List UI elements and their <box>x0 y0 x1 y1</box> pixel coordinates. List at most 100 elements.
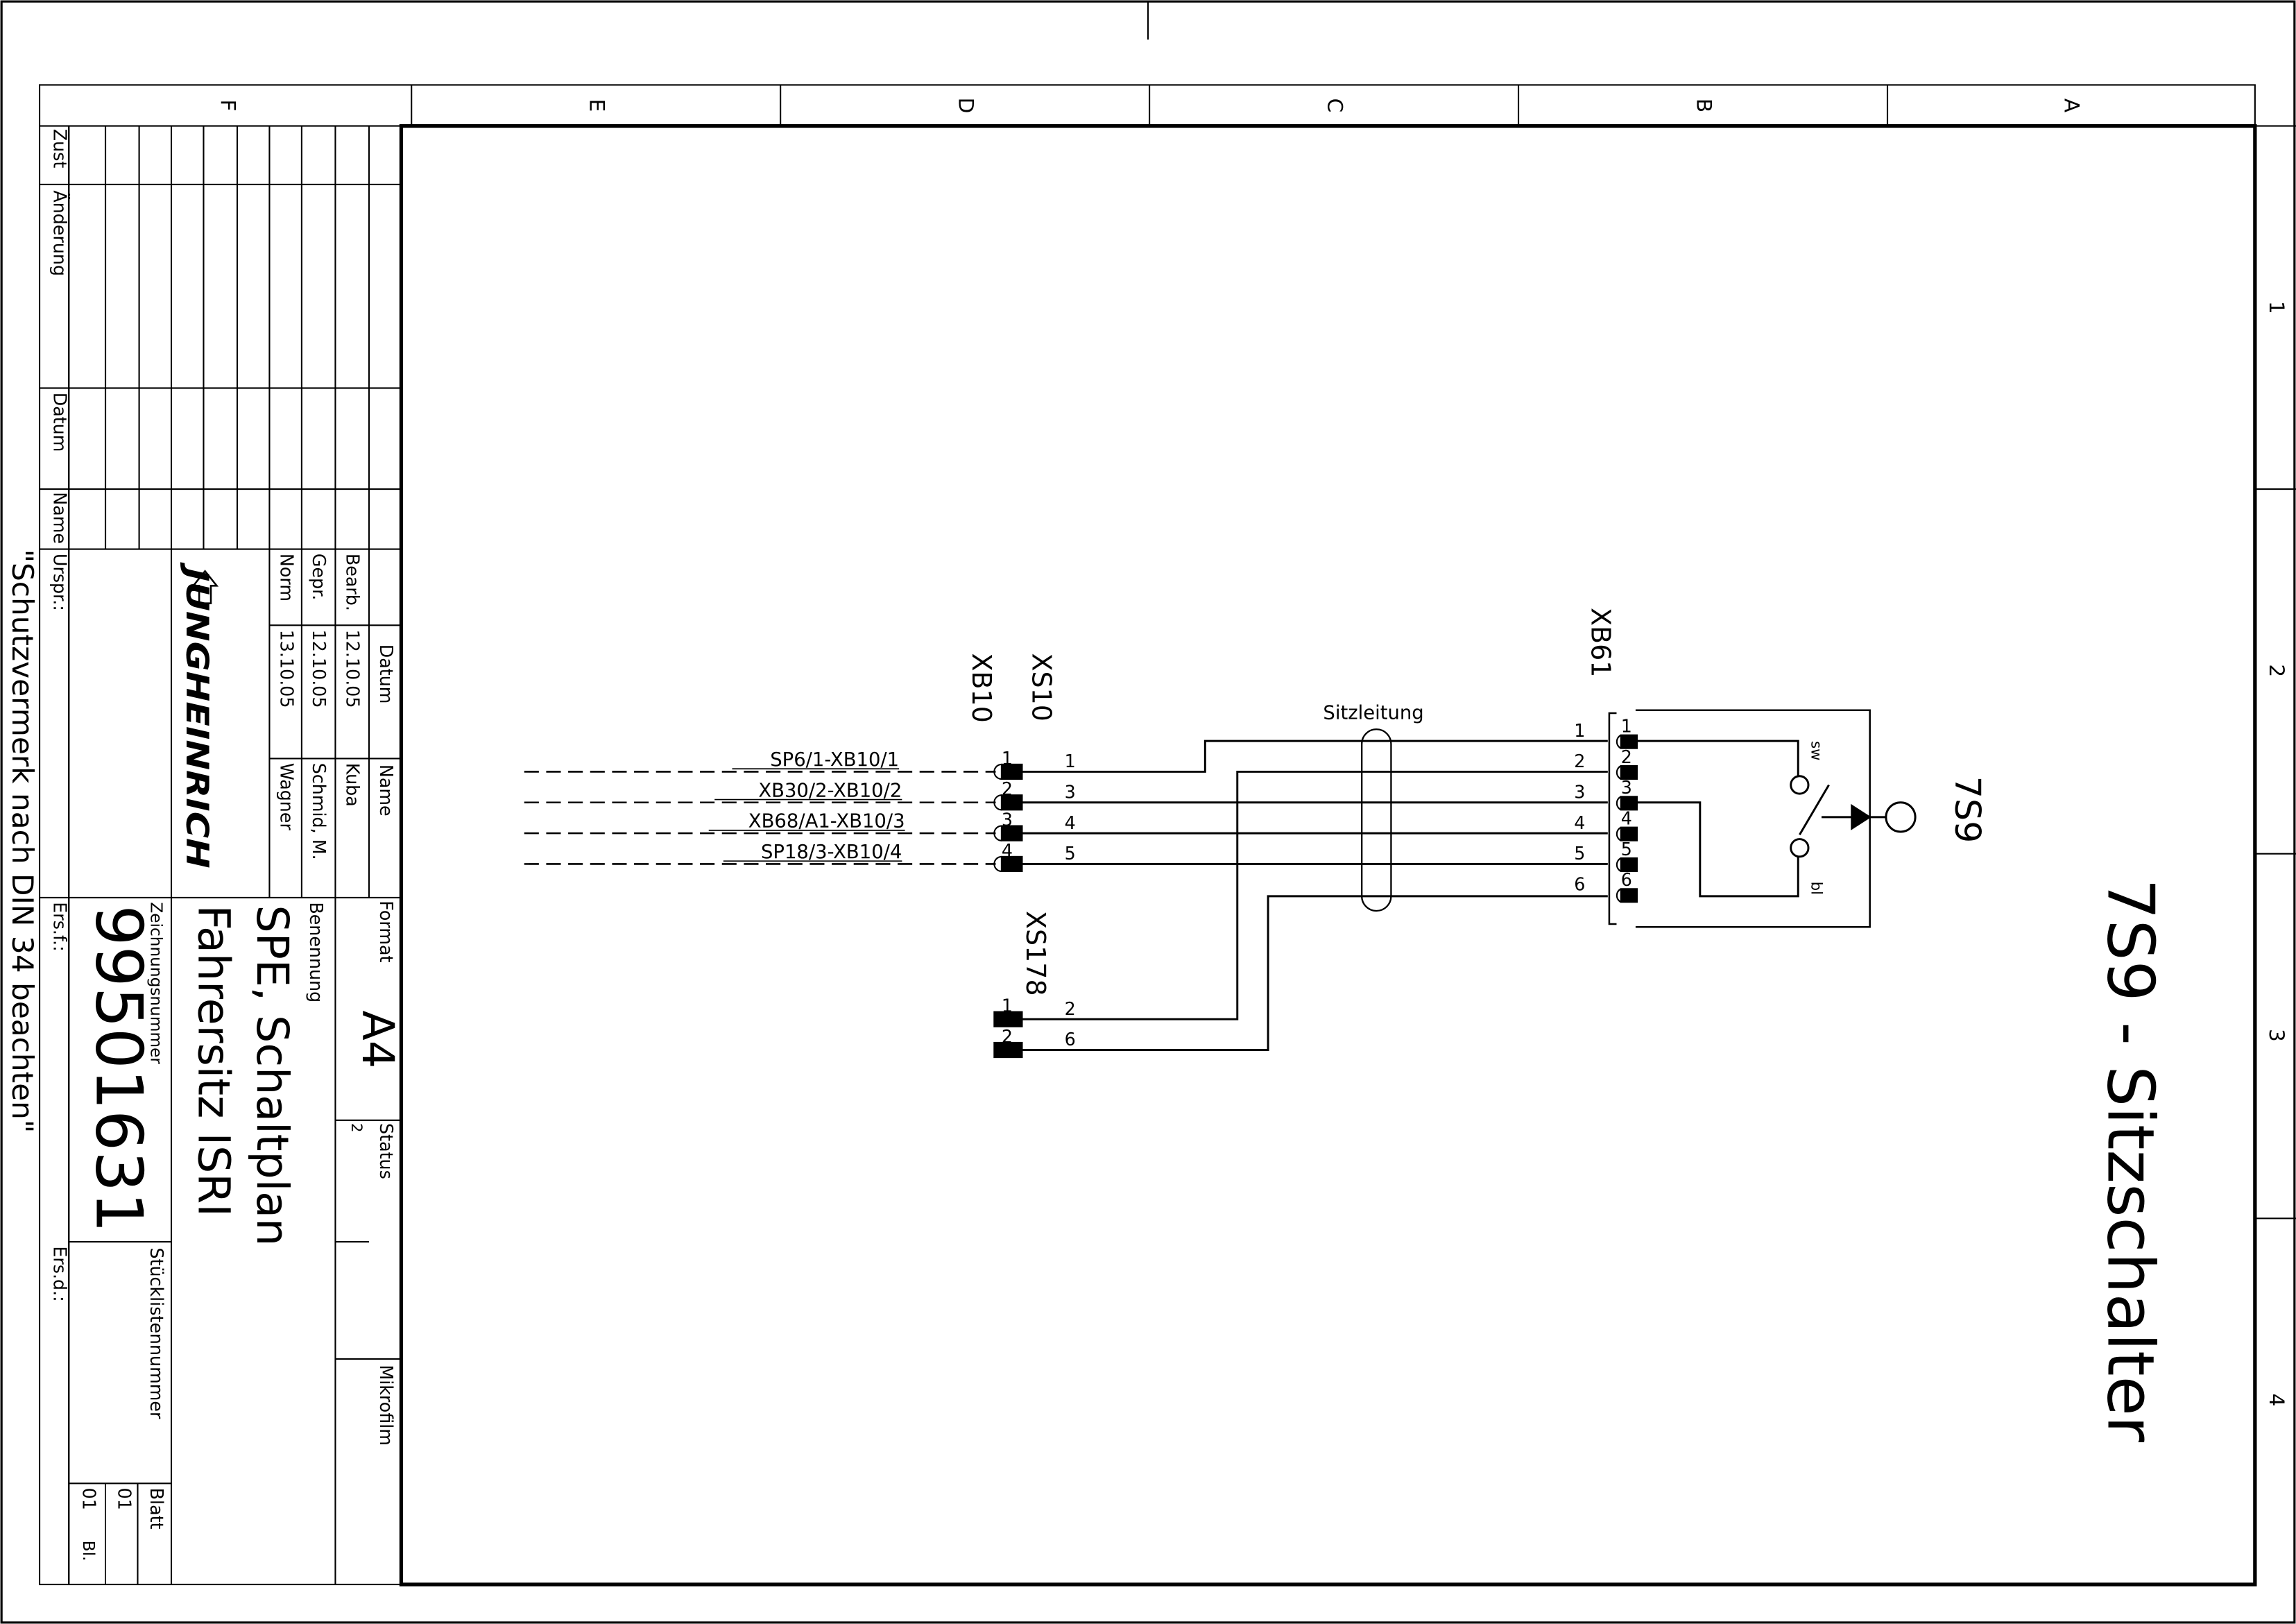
rev-header-aenderung: Änderung <box>49 190 70 276</box>
status-label: Status <box>376 1123 397 1179</box>
zone-label-E: E <box>585 99 609 112</box>
switch-lever <box>1799 784 1830 835</box>
zone-label-4: 4 <box>2265 1394 2288 1407</box>
approval-header-name: Name <box>376 764 397 817</box>
xb61-left-pin-3: 3 <box>1574 781 1585 802</box>
logo-arrow-icon <box>191 570 219 604</box>
xb10-pin-number-3: 3 <box>1002 810 1013 830</box>
xb61-right-pin-4: 4 <box>1621 807 1632 828</box>
replaces-label: Ers.f.: <box>49 902 70 951</box>
xs10-pin-2 <box>1000 794 1023 811</box>
xb61-right-pin-6: 6 <box>1621 869 1632 890</box>
approval-name-norm: Wagner <box>277 763 298 831</box>
xb61-left-pin-4: 4 <box>1574 812 1585 833</box>
switch-wire-sw <box>1635 740 1799 776</box>
stuecklisten-label: Stücklistennummer <box>146 1247 167 1419</box>
drawing-area <box>399 123 2257 1587</box>
zone-label-A: A <box>2059 99 2083 112</box>
xb61-pin-5 <box>1620 857 1638 873</box>
xb61-pin-4 <box>1620 826 1638 841</box>
switch-wire-bl <box>1635 801 1799 898</box>
xb61-left-pin-6: 6 <box>1574 873 1585 894</box>
company-logo: JUNGHEINRICH <box>179 562 219 869</box>
cable-shield <box>1361 728 1392 912</box>
xb61-right-pin-2: 2 <box>1621 746 1632 767</box>
xb61-left-pin-2: 2 <box>1574 751 1585 771</box>
switch-label-sw: sw <box>1808 741 1826 760</box>
replaced-by-label: Ers.d.: <box>49 1246 70 1301</box>
xs178-pin-1 <box>993 1011 1023 1027</box>
switch-box <box>1635 709 1871 928</box>
switch-actuator-arrow-icon <box>1851 803 1871 830</box>
xb61-pin-2 <box>1620 764 1638 780</box>
zeichnungsnummer-label: Zeichnungsnummer <box>146 902 165 1064</box>
xb61-bracket <box>1608 712 1617 925</box>
approval-role-bearb: Bearb. <box>343 554 363 611</box>
switch-actuator-knob <box>1885 801 1917 833</box>
xs178-pin-2 <box>993 1041 1023 1059</box>
diagram-main-title: 7S9 - Sitzschalter <box>2093 879 2168 1443</box>
wire-number-3: 3 <box>1065 781 1076 802</box>
approval-header-datum: Datum <box>376 644 397 704</box>
cable-label: Sitzleitung <box>1323 702 1423 724</box>
zone-label-C: C <box>1323 99 1347 113</box>
wire-number-4: 4 <box>1065 812 1076 833</box>
xs10-pin-4 <box>1000 855 1023 873</box>
wire-2 <box>1020 770 1608 1020</box>
xb61-left-pin-5: 5 <box>1574 843 1585 864</box>
wire-number-2: 2 <box>1065 998 1076 1019</box>
wire-label-4: SP18/3-XB10/4 <box>761 841 902 863</box>
approval-name-bearb: Kuba <box>343 763 363 807</box>
wire-1 <box>1020 740 1608 773</box>
wire-number-1: 1 <box>1065 751 1076 771</box>
approval-role-gepr: Gepr. <box>309 554 329 600</box>
approval-date-bearb: 12.10.05 <box>343 630 363 708</box>
format-value: A4 <box>352 1011 404 1069</box>
format-label: Format <box>376 900 397 962</box>
approval-name-gepr: Schmid, M. <box>309 763 329 860</box>
zone-label-1: 1 <box>2265 301 2288 314</box>
mikrofilm-label: Mikrofilm <box>376 1365 397 1446</box>
protection-note: "Schutzvermerk nach DIN 34 beachten" <box>6 549 40 1134</box>
xs10-pin-1 <box>1000 763 1023 780</box>
xb10-pin-number-4: 4 <box>1002 840 1013 861</box>
xb61-right-pin-3: 3 <box>1621 777 1632 798</box>
xs178-pin-number-1: 1 <box>1002 995 1013 1016</box>
drawing-title-line2: Fahrersitz ISRI <box>188 905 239 1217</box>
wire-label-3: XB68/A1-XB10/3 <box>748 811 905 832</box>
switch-label-bl: bl <box>1808 882 1826 895</box>
xb61-right-pin-1: 1 <box>1621 715 1632 736</box>
wire-label-1: SP6/1-XB10/1 <box>770 749 899 771</box>
xb10-pin-number-1: 1 <box>1002 748 1013 769</box>
connector-label-xb61: XB61 <box>1586 608 1616 677</box>
xb61-left-pin-1: 1 <box>1574 720 1585 741</box>
benennung-label: Benennung <box>306 902 327 1002</box>
status-value: 2 <box>348 1123 366 1132</box>
zone-label-D: D <box>954 98 978 114</box>
switch-designation: 7S9 <box>1947 776 1988 844</box>
wire-6 <box>1020 895 1608 1052</box>
wire-number-5: 5 <box>1065 843 1076 864</box>
xb10-pin-number-2: 2 <box>1002 778 1013 799</box>
drawing-number: 99501631 <box>81 905 156 1233</box>
zone-label-F: F <box>216 99 240 111</box>
zone-label-B: B <box>1693 99 1716 112</box>
sheet-count-value: 01 <box>79 1488 100 1510</box>
drawing-title-line1: SPE, Schaltplan <box>247 905 298 1247</box>
connector-label-xs10: XS10 <box>1026 653 1056 721</box>
connector-label-xs178: XS178 <box>1020 911 1051 996</box>
sheet-count-label: Bl. <box>79 1541 98 1562</box>
switch-contact-bl <box>1790 838 1810 858</box>
blatt-value: 01 <box>114 1488 135 1510</box>
xb61-pin-6 <box>1620 888 1638 903</box>
wire-number-6: 6 <box>1065 1029 1076 1050</box>
rev-header-datum: Datum <box>49 393 70 452</box>
xb61-right-pin-5: 5 <box>1621 839 1632 860</box>
approval-date-norm: 13.10.05 <box>277 630 298 708</box>
zone-label-2: 2 <box>2265 664 2288 677</box>
approval-role-norm: Norm <box>277 554 298 601</box>
logo-wordmark: JUNGHEINRICH <box>179 562 214 869</box>
blatt-label: Blatt <box>146 1488 167 1530</box>
